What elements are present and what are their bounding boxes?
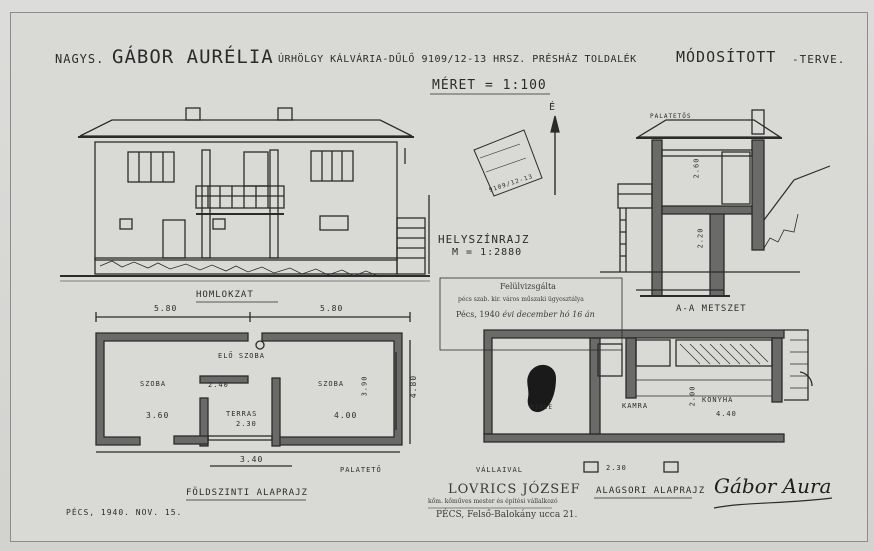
dim-section-h1: 2.60 [692, 157, 701, 179]
dim-room2-depth: 3.90 [360, 375, 369, 397]
stamp-frame [439, 277, 623, 351]
dim-porch: 3.40 [240, 455, 264, 464]
stamp-month: évi december [502, 310, 558, 319]
site-scale-label: M = 1:2880 [452, 247, 523, 258]
date-note: PÉCS, 1940. NOV. 15. [66, 508, 183, 517]
room-label: KAMRA [622, 402, 649, 410]
section-a-a [600, 109, 831, 297]
stamp-line-2: pécs szab. kir. város műszaki ügyosztály… [458, 296, 584, 303]
room-label: KONYHA [702, 396, 734, 404]
stamp-line-1: Felülvizsgálta [500, 282, 556, 291]
dim-width-left: 5.80 [154, 304, 178, 313]
dim-hall: 2.40 [208, 381, 229, 389]
stamp-day: hó 16 [559, 310, 583, 319]
dim-section-h2: 2.20 [696, 227, 705, 249]
stamp-year: Pécs, 1940 [456, 310, 500, 319]
north-label: É [549, 102, 557, 113]
signature: Gábor Aura [714, 474, 832, 498]
architect-name: LOVRICS JÓZSEF [448, 482, 581, 497]
title-prefix: NAGYS. [55, 52, 105, 66]
room-label: ELŐ SZOBA [218, 352, 265, 360]
architect-line2: kőm. kőműves mester és építési vállalkoz… [428, 498, 558, 505]
ground-plan-label: FÖLDSZINTI ALAPRAJZ [186, 488, 308, 498]
dim-terrace: 2.30 [236, 420, 257, 428]
architect-address: PÉCS, Felső-Balokány ucca 21. [436, 510, 578, 520]
vallaival-note: VÁLLAIVAL [476, 466, 523, 474]
section-roof-label: PALATETŐS [650, 113, 692, 120]
basement-plan-label: ALAGSORI ALAPRAJZ [596, 486, 706, 496]
title-name: GÁBOR AURÉLIA [112, 46, 274, 68]
title-emphasis: MÓDOSÍTOTT [676, 48, 777, 66]
dim-width-right: 5.80 [320, 304, 344, 313]
dim-room1: 3.60 [146, 411, 170, 420]
dim-depth: 4.80 [409, 374, 419, 399]
site-plan [473, 115, 560, 197]
room-label: SZOBA [140, 380, 167, 388]
front-elevation [60, 107, 430, 282]
scale-label: MÉRET = 1:100 [432, 78, 547, 93]
dim-basement-h: 2.00 [688, 385, 697, 407]
front-elevation-label: HOMLOKZAT [196, 290, 254, 300]
stamp-suffix: án [584, 310, 595, 319]
room-label: SZOBA [318, 380, 345, 388]
room-label: TERRAS [226, 410, 258, 418]
site-plan-label: HELYSZÍNRAJZ [438, 233, 530, 246]
title-suffix: -TERVE. [792, 53, 846, 66]
ground-floor-plan [95, 312, 411, 467]
section-label: A-A METSZET [676, 304, 747, 314]
basement-plan [483, 329, 813, 473]
dim-bottom: 2.30 [606, 464, 627, 472]
title-middle: ÚRHÖLGY KÁLVÁRIA-DŰLŐ 9109/12-13 HRSZ. P… [278, 54, 637, 65]
stamp-line-3: Pécs, 1940 évi december hó 16 án [456, 310, 595, 319]
dim-kitchen: 4.40 [716, 410, 737, 418]
dim-room2: 4.00 [334, 411, 358, 420]
room-label: PINCE [530, 404, 554, 411]
roof-note: PALATETŐ [340, 466, 382, 474]
